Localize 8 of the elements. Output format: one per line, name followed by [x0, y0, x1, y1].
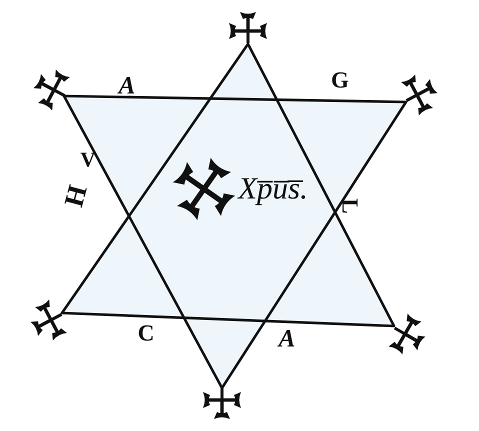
letter: A: [278, 326, 296, 352]
inscription: Xp̅u̅s̅.: [238, 172, 308, 204]
letter: A: [118, 74, 136, 98]
letter: G: [331, 68, 349, 92]
letter: L: [338, 198, 362, 214]
letter: V: [80, 150, 96, 170]
letter: C: [138, 322, 154, 344]
letter: H: [60, 182, 92, 210]
